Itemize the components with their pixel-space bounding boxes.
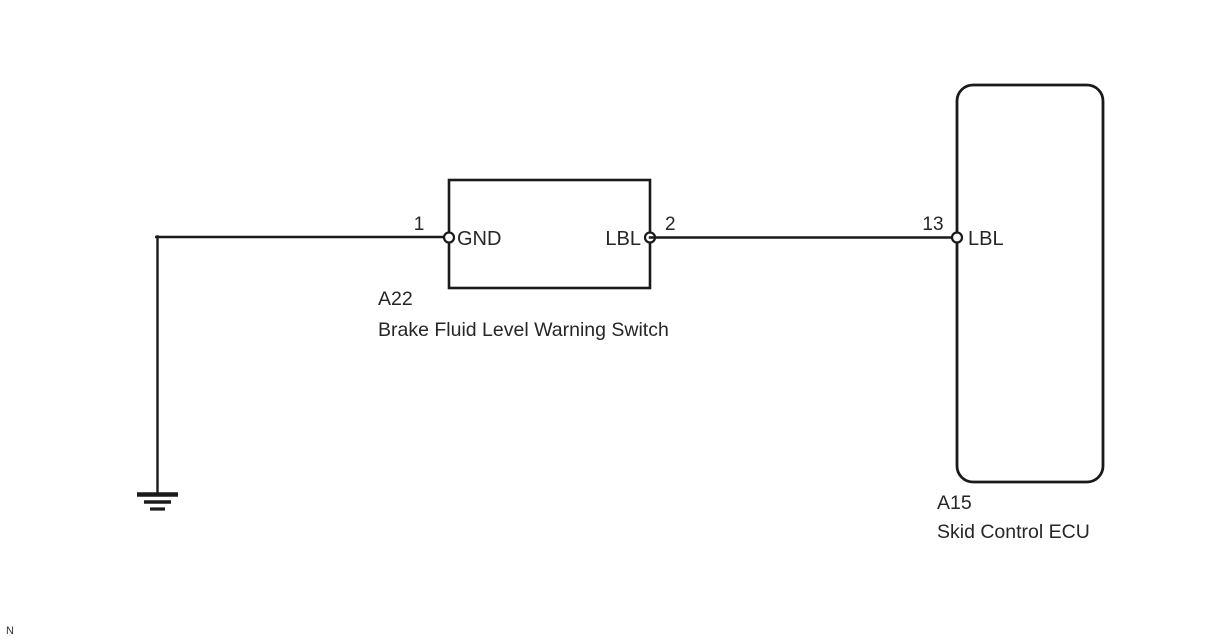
terminal-pin-13[interactable] [950, 231, 964, 244]
ecu-body [955, 83, 1105, 484]
component-brake-fluid-level-warning-switch[interactable]: 1 GND 2 LBL A22 Brake Fluid Level Warnin… [378, 178, 676, 341]
pin-number-1: 1 [414, 214, 425, 235]
ground-branch [155, 235, 451, 496]
pin-number-13: 13 [922, 214, 943, 235]
chassis-ground-icon [137, 492, 178, 511]
component-skid-control-ecu[interactable]: 13 LBL A15 Skid Control ECU [922, 83, 1105, 543]
switch-body [447, 178, 652, 290]
terminal-pin-1[interactable] [442, 231, 456, 244]
page-corner-mark: N [6, 625, 14, 637]
component-name-brake-fluid-switch: Brake Fluid Level Warning Switch [378, 319, 669, 341]
component-code-a15: A15 [937, 492, 972, 514]
component-code-a22: A22 [378, 288, 413, 310]
pin-number-2: 2 [665, 214, 676, 235]
pin-label-gnd: GND [457, 228, 501, 250]
pin-label-lbl-switch: LBL [605, 228, 641, 250]
pin-label-lbl-ecu: LBL [968, 228, 1004, 250]
component-name-skid-control-ecu: Skid Control ECU [937, 521, 1090, 543]
